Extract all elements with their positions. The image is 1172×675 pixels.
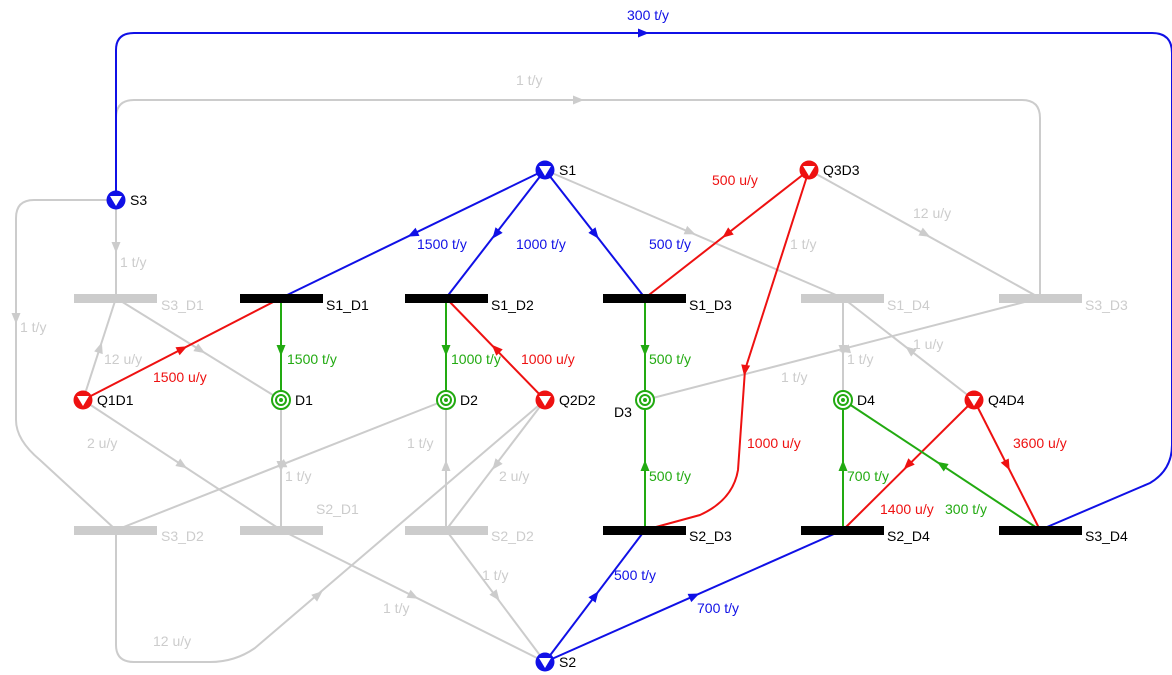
flow-label-q4-s1d4: 1 u/y xyxy=(913,336,943,352)
flow-label-q4-s2d4: 1400 u/y xyxy=(880,501,934,517)
flow-label-s1d4-d4: 1 t/y xyxy=(847,351,873,367)
edge-s3-s3d3 xyxy=(115,99,1041,298)
flow-label-s1-s1d2: 1000 t/y xyxy=(516,236,566,252)
flow-label-s3d2-q2: 12 u/y xyxy=(153,633,191,649)
edge-s3d2-q2d2 xyxy=(115,399,546,663)
label-bar-s3-d1: S3_D1 xyxy=(161,297,204,313)
quality-node-q3d3[interactable] xyxy=(799,160,819,180)
demand-node-d1[interactable] xyxy=(271,390,291,410)
label-s3: S3 xyxy=(130,192,147,208)
flow-label-s2d4-d4: 700 t/y xyxy=(847,468,889,484)
flow-label-s3-s3d3: 1 t/y xyxy=(516,72,542,88)
arrow-s3-s3d4 xyxy=(638,28,649,38)
flow-label-s3-s3d4: 300 t/y xyxy=(627,7,669,23)
bar-s2-d4[interactable] xyxy=(801,526,884,535)
source-node-s3[interactable] xyxy=(106,190,126,210)
bar-s3-d3[interactable] xyxy=(999,294,1082,303)
quality-node-q2d2[interactable] xyxy=(535,390,555,410)
label-s2: S2 xyxy=(559,654,576,670)
bar-s3-d2[interactable] xyxy=(74,526,157,535)
label-s1: S1 xyxy=(559,162,576,178)
flow-label-s1-s1d3: 500 t/y xyxy=(649,236,691,252)
flow-label-q1-s2d1: 2 u/y xyxy=(87,435,117,451)
flow-label-s3-s3d1: 1 t/y xyxy=(120,254,146,270)
flow-label-q4-s3d4: 3600 u/y xyxy=(1013,435,1067,451)
flow-label-s1-s1d4: 1 t/y xyxy=(790,236,816,252)
label-q2d2: Q2D2 xyxy=(559,392,596,408)
flow-label-s1d2-d2: 1000 t/y xyxy=(451,351,501,367)
bar-s1-d3[interactable] xyxy=(603,294,686,303)
flow-label-s1d1-d1: 1500 t/y xyxy=(287,351,337,367)
arrow-s3-s3d3 xyxy=(573,95,584,105)
arrow-q1d1-s1d1 xyxy=(175,342,190,356)
flow-label-q2-s2d2: 2 u/y xyxy=(499,468,529,484)
flow-label-q1-s3d1: 12 u/y xyxy=(104,351,142,367)
bar-s1-d1[interactable] xyxy=(240,294,323,303)
source-node-s1[interactable] xyxy=(535,160,555,180)
label-bar-s1-d3: S1_D3 xyxy=(689,297,732,313)
label-d2: D2 xyxy=(460,392,478,408)
edge-s3-s3d4 xyxy=(115,32,1172,531)
arrow-q4d4-s3d4 xyxy=(1000,458,1014,473)
label-bar-s1-d2: S1_D2 xyxy=(491,297,534,313)
flow-label-s3d4-d4: 300 t/y xyxy=(945,501,987,517)
flow-label-d2-s2d2: 1 t/y xyxy=(407,435,433,451)
flow-label-s2-s2d3: 500 t/y xyxy=(614,567,656,583)
flow-label-s1d3-d3: 500 t/y xyxy=(649,351,691,367)
demand-node-d4[interactable] xyxy=(833,390,853,410)
flow-label-s3d3-d3: 1 t/y xyxy=(781,369,807,385)
bar-s3-d4[interactable] xyxy=(999,526,1082,535)
flow-label-q2-s1d2: 1000 u/y xyxy=(521,351,575,367)
bar-s2-d3[interactable] xyxy=(603,526,686,535)
flow-label-s2d2-s2: 1 t/y xyxy=(482,567,508,583)
flow-label-s3-s3d2: 1 t/y xyxy=(20,319,46,335)
label-q4d4: Q4D4 xyxy=(988,392,1025,408)
edge-q3d3-s2d3 xyxy=(644,169,810,531)
flow-label-q3-s3d3: 12 u/y xyxy=(913,205,951,221)
label-bar-s2-d1: S2_D1 xyxy=(316,501,359,517)
arrow-q1d1-s2d1 xyxy=(175,458,190,473)
label-bar-s1-d1: S1_D1 xyxy=(326,297,369,313)
edge-s3-s3d2 xyxy=(15,199,117,531)
arrow-s3-s3d1 xyxy=(111,242,121,253)
label-bar-s2-d2: S2_D2 xyxy=(491,528,534,544)
label-bar-s3-d2: S3_D2 xyxy=(161,528,204,544)
flow-label-q3-s1d3: 500 u/y xyxy=(712,172,758,188)
arrow-s1d2-d2 xyxy=(441,345,451,356)
label-bar-s3-d3: S3_D3 xyxy=(1085,297,1128,313)
bar-s1-d2[interactable] xyxy=(405,294,488,303)
bar-s3-d1[interactable] xyxy=(74,294,157,303)
bar-s2-d2[interactable] xyxy=(405,526,488,535)
flow-label-s2d3-d3: 500 t/y xyxy=(649,468,691,484)
label-bar-s3-d4: S3_D4 xyxy=(1085,528,1128,544)
label-bar-s2-d4: S2_D4 xyxy=(887,528,930,544)
arrow-d2-s2d2 xyxy=(441,460,451,471)
flow-label-s2-s2d1: 1 t/y xyxy=(383,600,409,616)
arrow-s3d1-d1 xyxy=(193,343,208,357)
label-bar-s1-d4: S1_D4 xyxy=(887,297,930,313)
demand-node-d3[interactable] xyxy=(635,390,655,410)
quality-node-q1d1[interactable] xyxy=(73,390,93,410)
label-d1: D1 xyxy=(295,392,313,408)
flow-label-s2-s2d4: 700 t/y xyxy=(697,600,739,616)
bar-s2-d1[interactable] xyxy=(240,526,323,535)
label-bar-s2-d3: S2_D3 xyxy=(689,528,732,544)
quality-node-q4d4[interactable] xyxy=(964,390,984,410)
label-q1d1: Q1D1 xyxy=(97,392,134,408)
flow-label-s1-s1d1: 1500 t/y xyxy=(417,236,467,252)
flow-label-q3-s2d3: 1000 u/y xyxy=(747,435,801,451)
label-q3d3: Q3D3 xyxy=(823,162,860,178)
bar-s1-d4[interactable] xyxy=(801,294,884,303)
flow-label-q1-s1d1: 1500 u/y xyxy=(153,369,207,385)
arrow-q3d3-s3d3 xyxy=(918,227,933,241)
arrow-s1d1-d1 xyxy=(276,345,286,356)
demand-node-d2[interactable] xyxy=(436,390,456,410)
source-node-s2[interactable] xyxy=(535,652,555,672)
label-d3: D3 xyxy=(614,404,632,420)
flow-label-d1-s2d1: 1 t/y xyxy=(285,468,311,484)
label-d4: D4 xyxy=(857,392,875,408)
